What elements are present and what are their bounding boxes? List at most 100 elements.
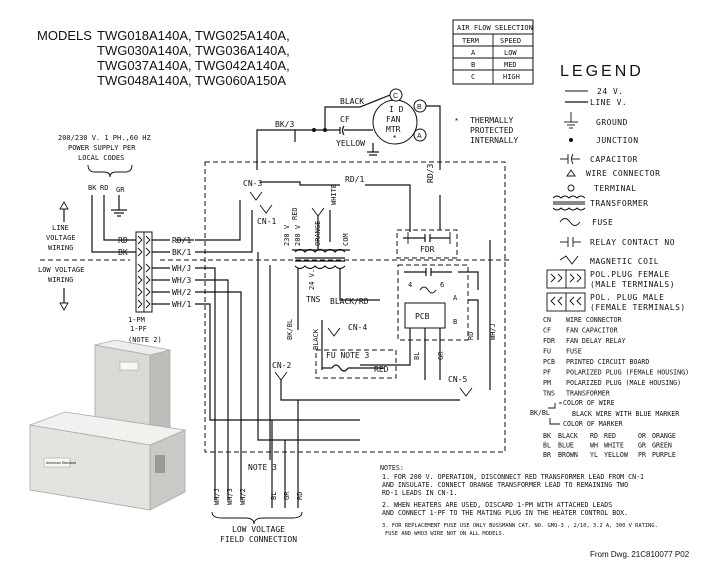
pcb-bl-label: BL xyxy=(413,352,421,360)
cn5-label: CN-5 xyxy=(448,375,467,384)
legend-male-plug-1: POL. PLUG MALE xyxy=(590,293,664,302)
legend-wire-connector: WIRE CONNECTOR xyxy=(586,169,660,178)
fuse-icon xyxy=(331,364,349,372)
ground-legend-icon xyxy=(564,112,578,129)
fuse-box xyxy=(315,349,397,379)
wire-wh1-label: WH/1 xyxy=(172,300,191,309)
airflow-row-c-speed: HIGH xyxy=(503,73,520,81)
wire-wh3-label: WH/3 xyxy=(172,276,191,285)
line-voltage-label-3: WIRING xyxy=(48,244,73,252)
fan-motor-star: * xyxy=(393,134,396,143)
relay-legend-icon xyxy=(560,237,581,247)
color-code-cell: PR xyxy=(638,451,646,459)
white-label: WHITE xyxy=(330,184,338,205)
cn3-label: CN-3 xyxy=(243,179,262,188)
airflow-row-a-speed: LOW xyxy=(504,49,517,57)
v200-label: 200 V xyxy=(294,224,302,246)
power-supply-block: 200/230 V. 1 PH.,60 HZ POWER SUPPLY PER … xyxy=(58,134,151,253)
color-code-cell: RED xyxy=(604,432,616,440)
abbrev-desc: POLARIZED PLUG (FEMALE HOUSING) xyxy=(566,369,689,377)
airflow-header-term: TERM xyxy=(462,37,479,45)
thermal-note-1: THERMALLY xyxy=(470,116,514,125)
color-code-cell: BL xyxy=(543,442,551,450)
v24-label: 24 V. xyxy=(308,269,316,290)
low-voltage-field-1: LOW VOLTAGE xyxy=(232,525,285,534)
abbrev-desc: POLARIZED PLUG (MALE HOUSING) xyxy=(566,379,681,387)
female-plug-icon xyxy=(546,269,586,289)
fan-motor: I D FAN MTR * C B A * THERMALLY PROTECTE… xyxy=(372,88,518,145)
capacitor-icon xyxy=(339,125,345,136)
control-box-outline xyxy=(204,161,506,453)
black-rd-label: BLACK/RD xyxy=(330,297,369,306)
abbrev-desc: PRINTED CIRCUIT BOARD xyxy=(566,358,649,366)
bottom-gr-label: GR xyxy=(283,491,291,500)
power-supply-line-3: LOCAL CODES xyxy=(78,154,124,162)
fdr-box xyxy=(396,229,458,259)
airflow-table: AIR FLOW SELECTION TERM SPEED A LOW B ME… xyxy=(452,19,534,85)
abbrev-code: TNS xyxy=(543,390,555,398)
wire-rd3-label: RD/3 xyxy=(426,164,435,183)
legend-terminal: TERMINAL xyxy=(594,184,637,193)
bottom-wh3-label: WH/3 xyxy=(226,488,234,505)
bottom-bl-label: BL xyxy=(270,492,278,500)
abbrev-code: PF xyxy=(543,369,551,377)
color-code-cell: ORANGE xyxy=(652,432,676,440)
side-labels: LINE VOLTAGE WIRING LOW VOLTAGE WIRING 1… xyxy=(38,201,162,344)
legend-relay-contact: RELAY CONTACT NO xyxy=(590,238,675,247)
low-voltage-label-2: WIRING xyxy=(48,276,73,284)
cn4-label: CN-4 xyxy=(348,323,367,332)
legend: LEGEND 24 V. LINE V. GROUND JUNCTION CAP… xyxy=(530,63,689,459)
down-arrow-icon xyxy=(59,288,69,311)
legend-female-plug-2: (MALE TERMINALS) xyxy=(590,280,675,289)
plug-label-pm: 1-PM xyxy=(128,316,145,324)
fan-terminal-b: B xyxy=(417,104,422,111)
legend-title: LEGEND xyxy=(560,63,644,80)
note-line: 3. FOR REPLACEMENT FUSE USE ONLY BUSSMAN… xyxy=(382,523,658,529)
color-code-cell: BLUE xyxy=(558,442,574,450)
airflow-row-c-term: C xyxy=(471,73,475,81)
thermal-note-3: INTERNALLY xyxy=(470,136,518,145)
airflow-header-speed: SPEED xyxy=(500,37,521,45)
magnetic-coil-legend-icon xyxy=(559,255,579,265)
notes-title: NOTES: xyxy=(380,464,404,472)
bkbl-example: BK/BL xyxy=(530,409,550,417)
pcb-label: PCB xyxy=(415,312,430,321)
wh-j-right-label: WH/J xyxy=(489,323,497,340)
color-code-cell: OR xyxy=(638,432,646,440)
bottom-field-wires: WH/J WH/3 WH/2 BL GR RD LOW VOLTAGE FIEL… xyxy=(211,400,304,544)
power-wire-rd: RD xyxy=(100,184,108,192)
tns-label: TNS xyxy=(306,295,321,304)
abbrev-code: FDR xyxy=(543,337,555,345)
models-line-2: TWG030A140A, TWG036A140A, xyxy=(97,43,290,58)
wire-black-label: BLACK xyxy=(340,97,364,106)
bottom-wh2-label: WH/2 xyxy=(239,488,247,505)
color-code-cell: BLACK xyxy=(558,432,578,440)
legend-capacitor: CAPACITOR xyxy=(590,155,638,164)
legend-female-plug-1: POL.PLUG FEMALE xyxy=(590,270,670,279)
fuse-note3-label: FU NOTE 3 xyxy=(326,351,370,360)
thermal-star: * xyxy=(455,117,458,126)
relay-pcb-area: FDR 4 6 PCB A B BL GR RD WH/J CN-5 xyxy=(360,229,497,397)
footer-drawing-ref: From Dwg. 21C810077 P02 xyxy=(590,550,690,559)
bottom-whj-label: WH/J xyxy=(213,488,221,505)
models-prefix: MODELS xyxy=(37,28,92,43)
line-voltage-label-1: LINE xyxy=(52,224,69,232)
color-code-cell: BK xyxy=(543,432,551,440)
fuse-area: BK/BL BLACK CN-4 FU NOTE 3 RED CN-2 NOTE… xyxy=(248,252,460,472)
legend-24v: 24 V. xyxy=(597,87,624,96)
legend-transformer: TRANSFORMER xyxy=(590,199,648,208)
magnetic-coil-icon xyxy=(419,286,437,294)
thermal-note-2: PROTECTED xyxy=(470,126,514,135)
legend-line-v: LINE V. xyxy=(590,98,627,107)
fuse-legend-icon xyxy=(559,218,581,226)
note-line: FUSE AND WHO3 WIRE NOT ON ALL MODELS. xyxy=(385,531,505,537)
power-supply-line-2: POWER SUPPLY PER xyxy=(68,144,136,152)
models-line-3: TWG037A140A, TWG042A140A, xyxy=(97,58,290,73)
note-line: 2. WHEN HEATERS ARE USED, DISCARD 1-PM W… xyxy=(382,501,612,509)
color-code-cell: BROWN xyxy=(558,451,578,459)
wire-wh2-label: WH/2 xyxy=(172,288,191,297)
ground-icon xyxy=(111,195,127,217)
note3-label: NOTE 3 xyxy=(248,463,277,472)
